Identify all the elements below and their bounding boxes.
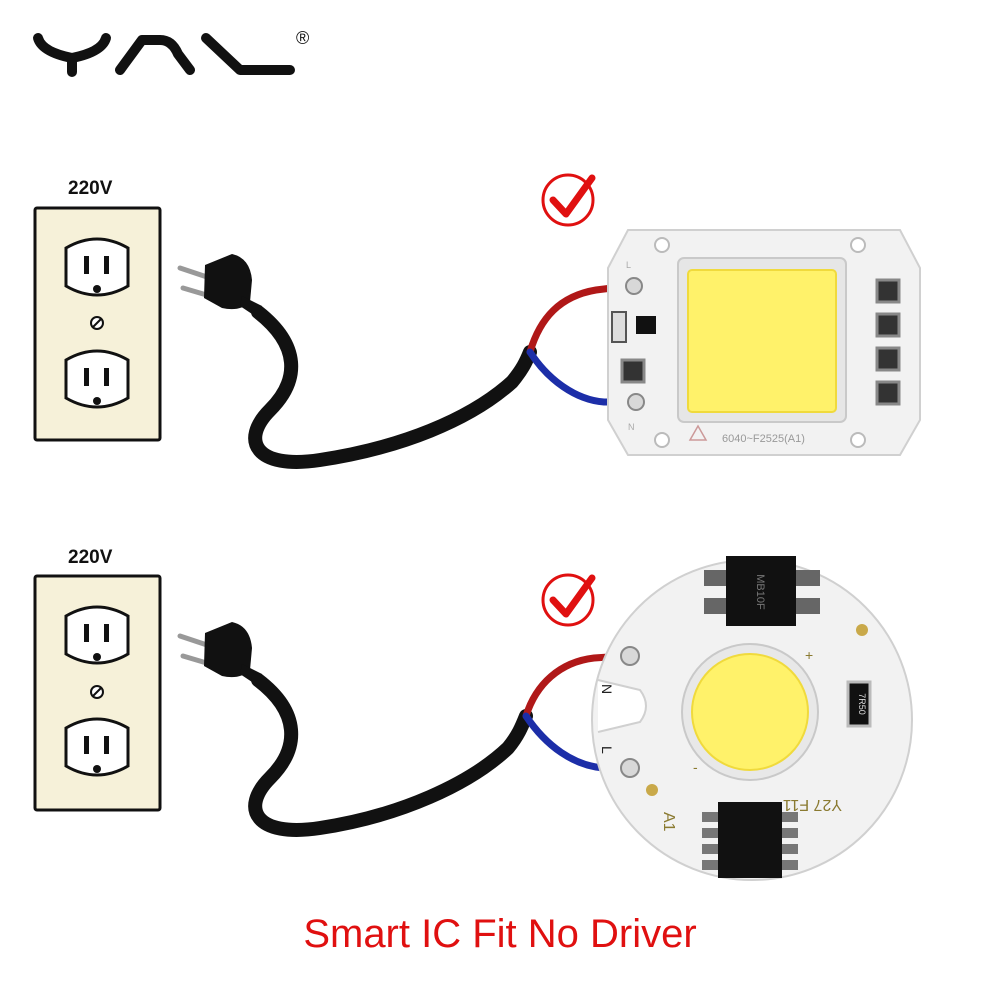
svg-text:7R50: 7R50 [857,693,867,715]
module-model: 6040~F2525(A1) [722,433,805,445]
polarity-plus: + [805,647,813,663]
mount-hole [646,784,658,796]
screw-icon [90,316,104,330]
round-cob-module: MB10F + - 7R50 A1 Y27 F11 N L [591,556,913,881]
power-cable [248,673,533,837]
pad [875,380,901,406]
pad-label-l: L [599,746,615,754]
pad [875,278,901,304]
solder-joint [620,646,640,666]
ynl-logo-mark [33,33,295,77]
led-chip [681,643,819,781]
socket-icon [64,349,130,409]
check-circle-icon [541,173,596,227]
voltage-label-1: 220V [68,178,113,199]
pad-label-n: N [599,684,615,694]
live-wire [526,282,632,356]
socket-icon [64,237,130,297]
chip-marking: MB10F [754,574,766,610]
board-marking-y27: Y27 F11 [783,796,842,813]
wall-outlet-icon [33,206,162,442]
wall-outlet-icon [33,574,162,812]
resistor: 7R50 [846,680,872,728]
screw-icon [90,685,104,699]
voltage-label-2: 220V [68,547,113,568]
board-marking-a1: A1 [660,812,677,832]
live-wire [522,652,628,720]
neutral-wire [526,348,634,406]
warning-icon [688,424,708,441]
solder-joint [620,758,640,778]
pad [875,312,901,338]
pad [875,346,901,372]
plug-icon [177,622,262,686]
socket-icon [64,605,130,665]
polarity-minus: - [693,759,698,775]
component [611,311,627,343]
pad-label-n: N [628,422,635,432]
power-cable [248,305,537,469]
component [620,358,646,384]
bridge-rectifier-chip: MB10F [704,556,820,626]
component [636,316,656,334]
mount-hole [856,624,868,636]
tagline: Smart IC Fit No Driver [303,912,697,956]
rect-cob-module: 6040~F2525(A1) L N [607,229,921,456]
driver-ic-chip [702,802,798,878]
pad-label-l: L [626,260,631,270]
registered-mark: ® [296,28,309,48]
led-chip [677,257,847,423]
socket-icon [64,717,130,777]
solder-joint [627,393,645,411]
solder-joint [625,277,643,295]
check-circle-icon [541,573,596,627]
